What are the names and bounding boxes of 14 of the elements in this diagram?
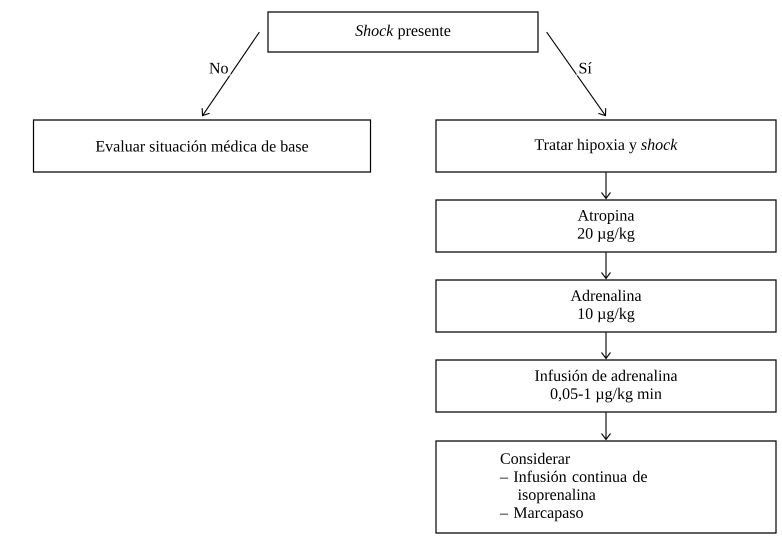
arrow [202,32,260,116]
arrow [601,172,611,200]
arrow [601,252,611,280]
edge-label: Sí [576,60,594,76]
process-box: Atropina 20 µg/kg [435,199,777,253]
arrow [601,332,611,360]
process-box: Tratar hipoxia y shock [435,119,777,173]
process-box: Adrenalina 10 µg/kg [435,279,777,333]
process-box: Evaluar situación médica de base [32,119,372,173]
arrow [601,412,611,440]
process-box: Shock presente [267,11,539,53]
arrow [546,32,606,116]
process-box: Considerar – Infusión continua de isoprenalina – Marcapaso [435,440,777,534]
process-box: Infusión de adrenalina 0,05-1 µg/kg min [435,359,777,413]
